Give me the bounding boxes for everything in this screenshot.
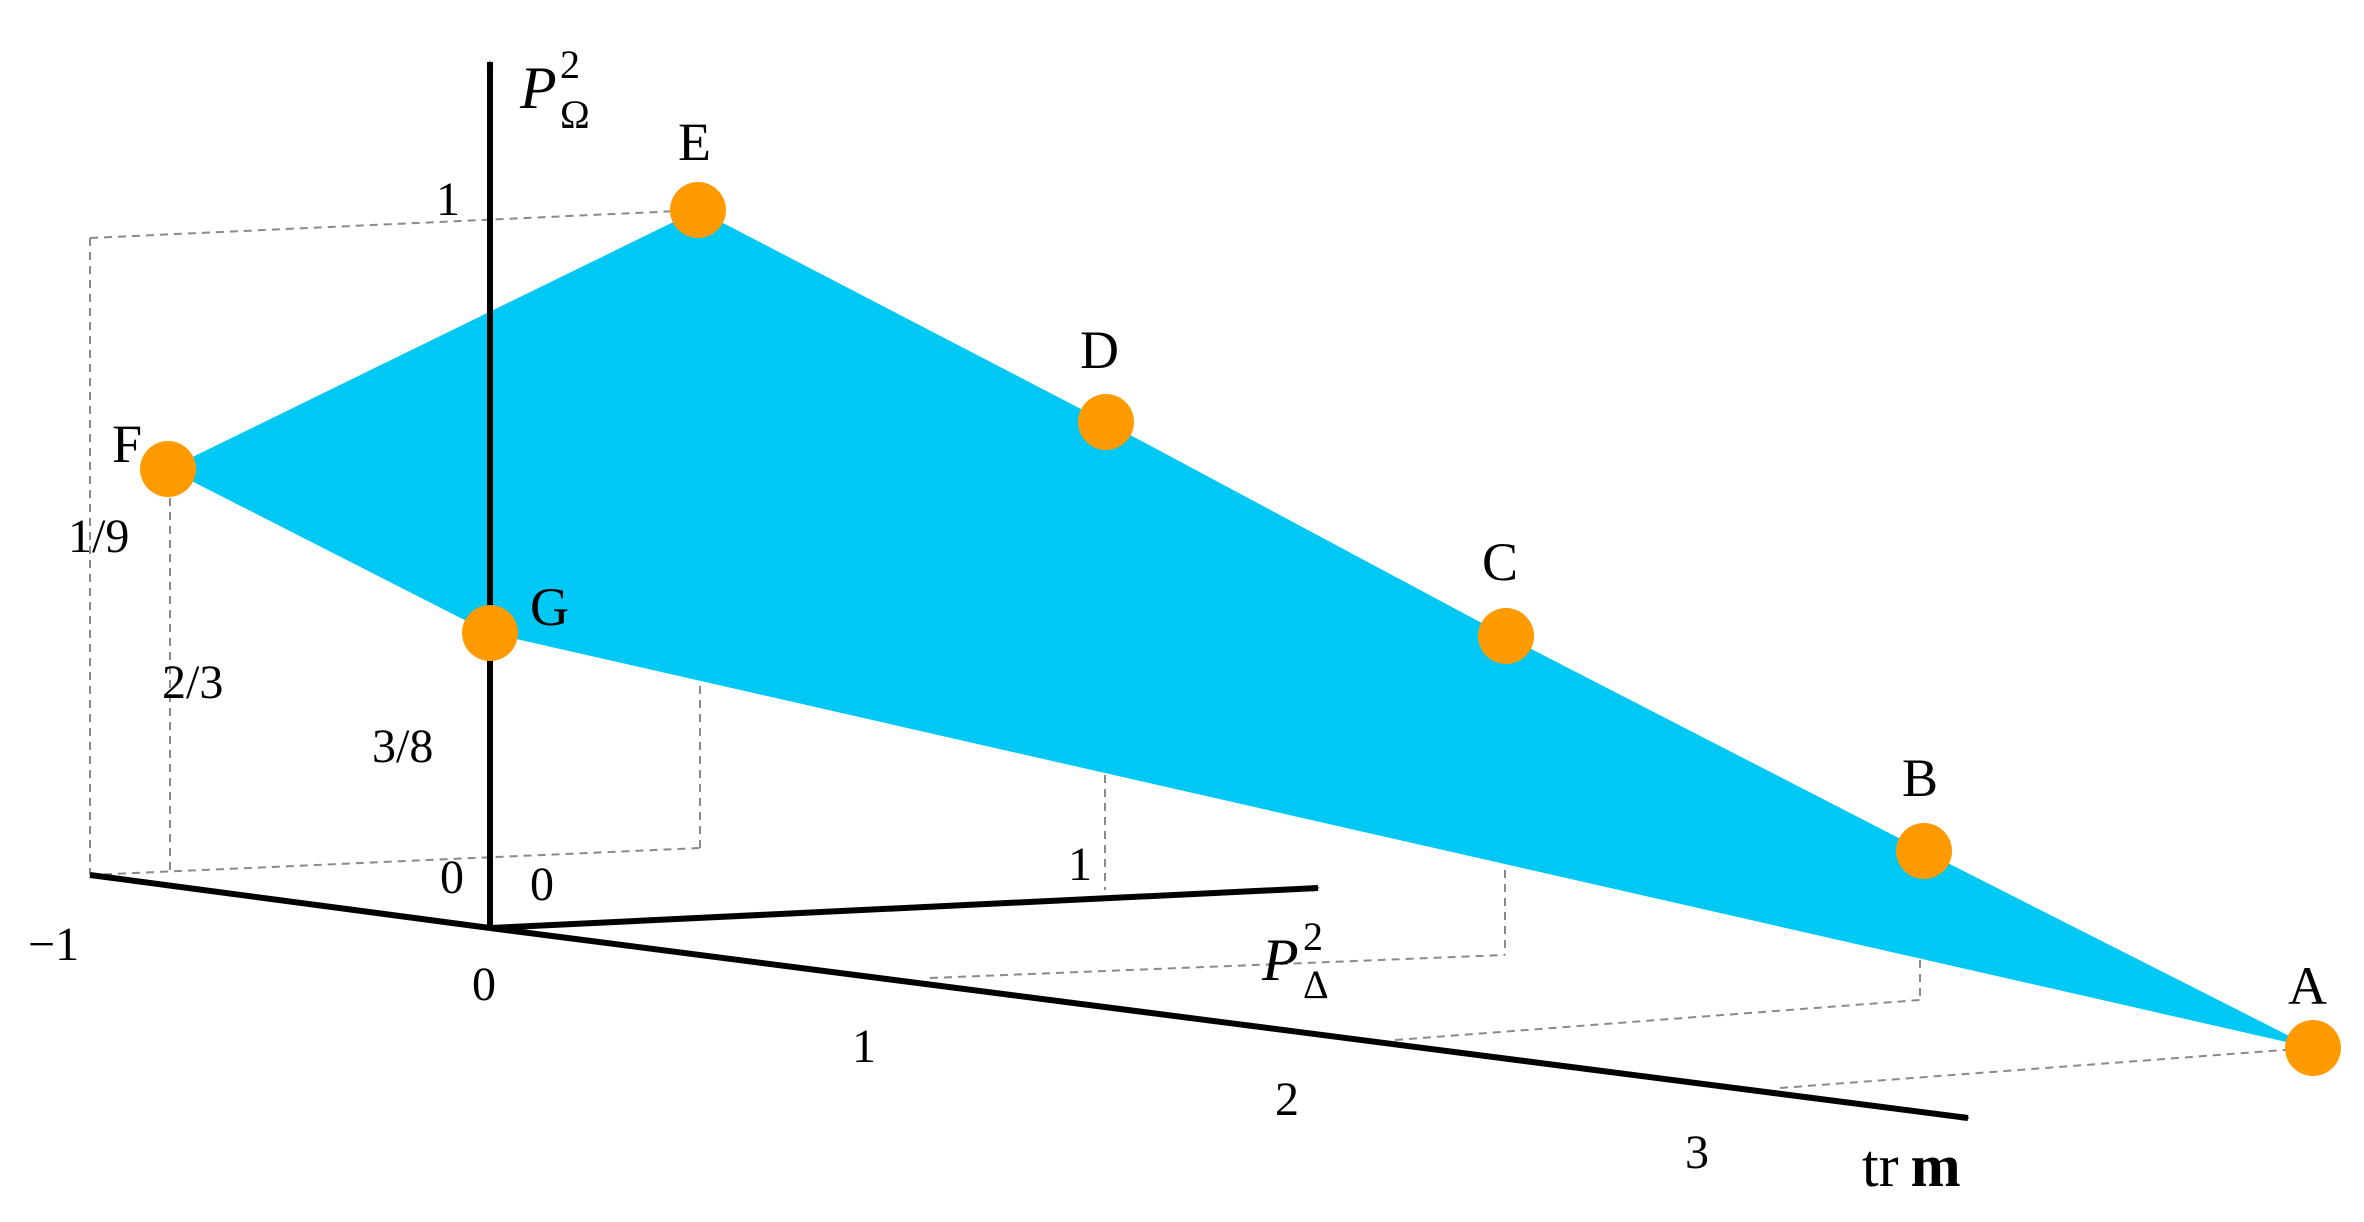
- f-depth-label: 2/3: [162, 656, 223, 709]
- f-height-label: 1/9: [68, 510, 129, 563]
- point-a: [2285, 1020, 2341, 1076]
- horizontal-tick-three: 3: [1685, 1126, 1709, 1179]
- vertical-tick-zero: 0: [440, 851, 464, 904]
- depth-axis: [489, 884, 1320, 931]
- horizontal-tick-zero: 0: [472, 958, 496, 1011]
- guide-top-edge: [89, 209, 701, 239]
- axes: [89, 60, 1970, 1121]
- point-g-label: G: [530, 577, 569, 637]
- depth-tick-one: 1: [1068, 838, 1092, 891]
- feasible-region: [168, 210, 2313, 1048]
- depth-axis-label-sup: 2: [1303, 914, 1323, 959]
- point-b-label: B: [1902, 748, 1938, 808]
- point-e-label: E: [678, 112, 711, 172]
- horizontal-tick-two: 2: [1275, 1073, 1299, 1126]
- guide-back-floor: [89, 847, 701, 876]
- vertical-axis-label-sub: Ω: [560, 92, 590, 137]
- g-height-label: 3/8: [372, 720, 433, 773]
- guide-floor-3: [1779, 1047, 2311, 1089]
- point-c-label: C: [1482, 532, 1518, 592]
- vertical-axis-label: P: [519, 55, 557, 121]
- horizontal-tick-one: 1: [852, 1020, 876, 1073]
- point-a-label: A: [2288, 956, 2327, 1016]
- depth-axis-label-sub: Δ: [1303, 962, 1329, 1007]
- depth-axis-label: P: [1261, 927, 1299, 993]
- horizontal-axis: [489, 925, 1970, 1121]
- guide-floor-1: [929, 954, 1506, 979]
- point-b: [1896, 823, 1952, 879]
- point-f: [140, 441, 196, 497]
- point-d: [1078, 394, 1134, 450]
- point-f-label: F: [112, 414, 142, 474]
- point-c: [1478, 608, 1534, 664]
- point-d-label: D: [1080, 320, 1119, 380]
- horizontal-axis-back: [89, 872, 491, 931]
- guide-floor-2: [1394, 999, 1921, 1041]
- vertical-tick-one: 1: [436, 173, 460, 226]
- point-g: [462, 605, 518, 661]
- vertical-axis-label-sup: 2: [560, 42, 580, 87]
- horizontal-tick-minus-one: −1: [28, 918, 79, 971]
- point-e: [670, 182, 726, 238]
- vertex-points: [140, 182, 2341, 1076]
- guide-lines: [89, 209, 2311, 1089]
- depth-tick-zero: 0: [530, 858, 554, 911]
